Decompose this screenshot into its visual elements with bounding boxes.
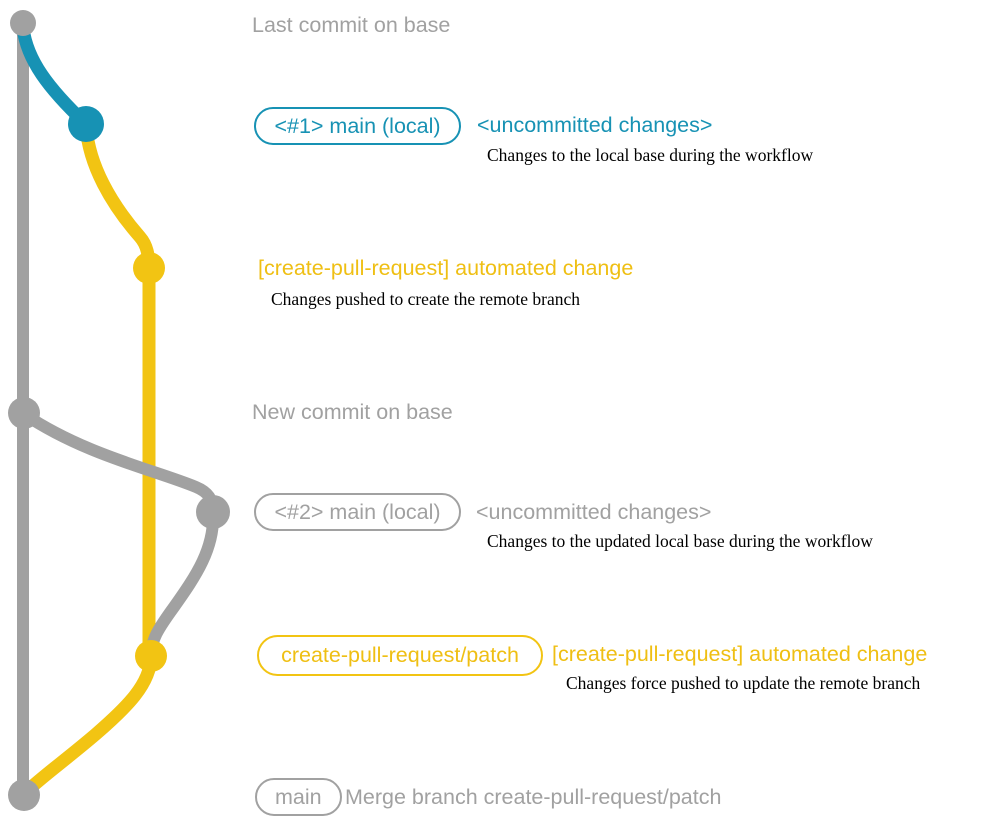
- branch-badge-main-local-1: <#1> main (local): [254, 107, 461, 145]
- dot-uncommitted-changes-1: [68, 106, 104, 142]
- commit-graph: [8, 10, 230, 811]
- branch-badge-main: main: [255, 778, 342, 816]
- dot-uncommitted-changes-2: [196, 495, 230, 529]
- commit1-description: Changes to the local base during the wor…: [487, 145, 814, 165]
- commit3-title: <uncommitted changes>: [476, 500, 712, 524]
- dot-last-commit-on-base: [10, 10, 36, 36]
- branch-badge-patch: create-pull-request/patch: [257, 635, 543, 676]
- last-commit-label: Last commit on base: [252, 13, 451, 37]
- commit3-description: Changes to the updated local base during…: [487, 531, 873, 551]
- dot-merge-commit: [8, 779, 40, 811]
- patch-branch-line-merge: [19, 649, 158, 799]
- base-update-curve-lower: [145, 506, 220, 662]
- commit1-title: <uncommitted changes>: [477, 113, 713, 137]
- dot-automated-change-2: [135, 640, 167, 672]
- commit4-title: [create-pull-request] automated change: [552, 642, 928, 666]
- commit4-description: Changes force pushed to update the remot…: [566, 673, 921, 693]
- new-commit-label: New commit on base: [252, 400, 453, 424]
- dot-automated-change-1: [133, 252, 165, 284]
- commit2-title: [create-pull-request] automated change: [258, 256, 634, 280]
- base-update-curve-upper: [18, 408, 219, 518]
- patch-branch-line-upper: [79, 117, 156, 663]
- dot-new-commit-on-base: [8, 397, 40, 429]
- merge-commit-label: Merge branch create-pull-request/patch: [345, 785, 722, 809]
- branch-badge-main-local-2: <#2> main (local): [254, 493, 461, 531]
- commit2-description: Changes pushed to create the remote bran…: [271, 289, 581, 309]
